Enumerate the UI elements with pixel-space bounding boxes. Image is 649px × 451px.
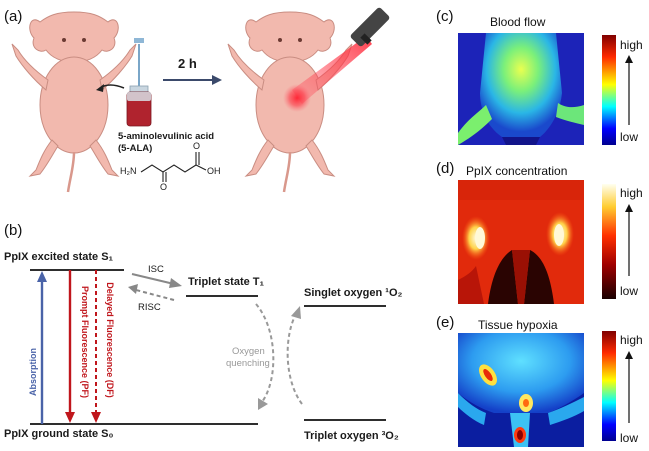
structure-o-acid: O [193,141,201,151]
ground-state-label: PpIX ground state S₀ [4,428,114,440]
jablonski-diagram: Absorption Prompt Fluorescence (PF) Dela… [28,269,386,425]
singlet-oxygen-label: Singlet oxygen ¹O₂ [304,287,403,299]
panel-label-a: (a) [4,8,23,25]
panel-label-d: (d) [436,160,455,177]
hypoxia-map [458,333,584,447]
risc-arrow [135,289,175,301]
structure-h2n: H₂N [120,166,137,176]
structure-o-ketone: O [160,182,168,192]
hypoxia-high-label: high [620,333,643,347]
drug-name-line2: (5-ALA) [118,143,153,154]
panel-label-c: (c) [436,8,454,25]
excited-state-label: PpIX excited state S₁ [4,251,114,263]
panel-a-illustration [11,7,390,193]
time-label: 2 h [178,56,197,71]
hypoxia-low-label: low [620,431,639,445]
drug-name-line1: 5-aminolevulinic acid [118,131,215,142]
triplet-oxygen-label: Triplet oxygen ³O₂ [304,430,399,442]
quenching-arc-up [286,313,303,405]
isc-label: ISC [148,264,164,275]
ppix-high-label: high [620,186,643,200]
blood-flow-up-arrow [625,55,633,125]
ppix-colorbar [602,184,616,299]
panel-label-e: (e) [436,314,455,331]
ppix-title: PpIX concentration [466,164,568,178]
delayed-fluorescence-label: Delayed Fluorescence (DF) [105,282,115,398]
blood-flow-title: Blood flow [490,15,546,29]
quenching-arc-down [255,303,275,403]
light-beam [292,36,372,104]
structure-oh: OH [207,166,221,176]
hypoxia-colorbar [602,331,616,441]
ppix-low-label: low [620,284,639,298]
risc-label: RISC [138,302,161,313]
vial-icon [126,38,152,127]
blood-flow-colorbar [602,35,616,145]
panel-label-b: (b) [4,222,23,239]
hypoxia-up-arrow [625,351,633,423]
quenching-label-line2: quenching [226,358,270,369]
prompt-fluorescence-label: Prompt Fluorescence (PF) [80,286,90,398]
blood-flow-low-label: low [620,130,639,144]
tumor-glow [283,84,311,112]
triplet-state-label: Triplet state T₁ [188,276,265,288]
hypoxia-title: Tissue hypoxia [478,318,558,332]
ppix-map [458,180,584,304]
blood-flow-high-label: high [620,38,643,52]
blood-flow-map [458,33,584,145]
quenching-label-line1: Oxygen [232,346,265,357]
ppix-up-arrow [625,204,633,276]
absorption-label: Absorption [28,348,38,396]
isc-arrow [131,273,175,285]
mouse-left-icon [11,11,137,193]
light-source-icon [350,7,390,47]
ala-structure [140,152,207,182]
